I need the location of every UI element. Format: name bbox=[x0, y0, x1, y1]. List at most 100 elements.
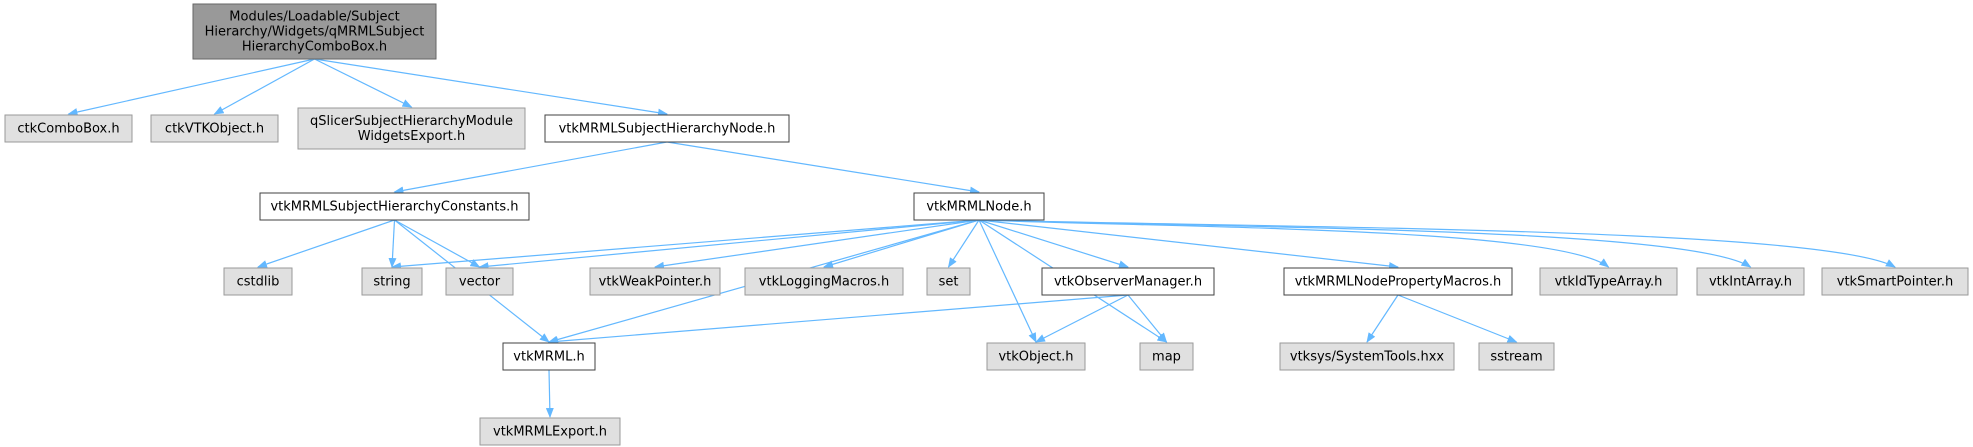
node-box bbox=[502, 342, 596, 371]
node-systemTools[interactable]: vtksys/SystemTools.hxx bbox=[1279, 342, 1455, 371]
edge-shNode-to-mrmlNode bbox=[666, 141, 980, 195]
node-propMacros[interactable]: vtkMRMLNodePropertyMacros.h bbox=[1283, 267, 1513, 296]
edge-shConstants-to-cstdlib bbox=[257, 219, 395, 268]
node-box bbox=[1279, 342, 1455, 371]
node-box bbox=[544, 114, 790, 143]
node-box bbox=[1821, 267, 1969, 296]
node-mrmlNode[interactable]: vtkMRMLNode.h bbox=[913, 192, 1045, 221]
edge-mrmlNode-to-propMacros bbox=[978, 219, 1399, 270]
edge-root-to-ctkComboBox bbox=[67, 58, 315, 116]
node-label: HierarchyComboBox.h bbox=[242, 39, 387, 54]
edge-observerManager-to-map bbox=[1127, 294, 1168, 343]
node-label: vtkSmartPointer.h bbox=[1837, 274, 1953, 289]
node-label: set bbox=[939, 274, 959, 289]
node-label: vtkIntArray.h bbox=[1709, 274, 1792, 289]
node-label: vtkMRMLNodePropertyMacros.h bbox=[1295, 274, 1501, 289]
edge-observerManager-to-vtkObject bbox=[1035, 294, 1129, 343]
node-box bbox=[150, 114, 279, 143]
edge-propMacros-to-sstream bbox=[1397, 294, 1518, 343]
node-map[interactable]: map bbox=[1139, 342, 1194, 371]
edge-mrmlNode-to-observerManager bbox=[978, 219, 1129, 269]
node-label: vtkMRMLSubjectHierarchyNode.h bbox=[559, 121, 776, 136]
node-shConstants[interactable]: vtkMRMLSubjectHierarchyConstants.h bbox=[259, 192, 530, 221]
node-label: qSlicerSubjectHierarchyModule bbox=[310, 114, 513, 129]
edge-root-to-ctkVTKObject bbox=[213, 58, 315, 115]
node-root[interactable]: Modules/Loadable/SubjectHierarchy/Widget… bbox=[192, 3, 437, 60]
node-label: Hierarchy/Widgets/qMRMLSubject bbox=[205, 24, 425, 39]
node-label: vtkObject.h bbox=[998, 349, 1073, 364]
node-label: vector bbox=[459, 274, 501, 289]
node-cstdlib[interactable]: cstdlib bbox=[223, 267, 293, 296]
edge-mrmlNode-to-vector bbox=[478, 219, 980, 271]
edge-mrmlNode-to-smartPointer bbox=[978, 219, 1896, 268]
node-label: vtkIdTypeArray.h bbox=[1555, 274, 1663, 289]
node-box bbox=[4, 114, 133, 143]
node-vector[interactable]: vector bbox=[445, 267, 514, 296]
node-idTypeArray[interactable]: vtkIdTypeArray.h bbox=[1539, 267, 1678, 296]
node-label: vtkMRMLSubjectHierarchyConstants.h bbox=[270, 199, 518, 214]
node-box bbox=[1478, 342, 1555, 371]
node-box bbox=[744, 267, 904, 296]
node-label: vtkWeakPointer.h bbox=[599, 274, 712, 289]
node-smartPointer[interactable]: vtkSmartPointer.h bbox=[1821, 267, 1969, 296]
node-box bbox=[192, 3, 437, 60]
node-label: vtkLoggingMacros.h bbox=[759, 274, 889, 289]
node-box bbox=[1283, 267, 1513, 296]
edge-mrmlNode-to-set bbox=[947, 219, 980, 268]
node-sstream[interactable]: sstream bbox=[1478, 342, 1555, 371]
node-box bbox=[297, 107, 526, 150]
node-set[interactable]: set bbox=[926, 267, 971, 296]
node-weakPointer[interactable]: vtkWeakPointer.h bbox=[589, 267, 721, 296]
edge-propMacros-to-systemTools bbox=[1366, 294, 1399, 343]
node-loggingMacros[interactable]: vtkLoggingMacros.h bbox=[744, 267, 904, 296]
node-box bbox=[913, 192, 1045, 221]
node-label: WidgetsExport.h bbox=[358, 129, 465, 144]
node-box bbox=[1041, 267, 1215, 296]
node-string[interactable]: string bbox=[361, 267, 423, 296]
edges bbox=[67, 58, 1896, 418]
node-vtkMRML[interactable]: vtkMRML.h bbox=[502, 342, 596, 371]
edge-shConstants-to-vector bbox=[394, 219, 481, 268]
node-box bbox=[361, 267, 423, 296]
node-label: sstream bbox=[1490, 349, 1542, 364]
edge-mrmlNode-to-vtkObject bbox=[978, 219, 1037, 343]
edge-mrmlNode-to-intArray bbox=[978, 219, 1752, 268]
edge-shNode-to-shConstants bbox=[393, 141, 668, 195]
node-box bbox=[926, 267, 971, 296]
node-label: vtksys/SystemTools.hxx bbox=[1290, 349, 1445, 364]
node-shNode[interactable]: vtkMRMLSubjectHierarchyNode.h bbox=[544, 114, 790, 143]
node-box bbox=[479, 417, 621, 446]
node-mrmlExport[interactable]: vtkMRMLExport.h bbox=[479, 417, 621, 446]
node-box bbox=[1139, 342, 1194, 371]
node-ctkVTKObject[interactable]: ctkVTKObject.h bbox=[150, 114, 279, 143]
edge-root-to-qSlicerExport bbox=[314, 58, 413, 108]
node-box bbox=[986, 342, 1086, 371]
node-label: vtkMRMLNode.h bbox=[926, 199, 1031, 214]
node-box bbox=[1696, 267, 1805, 296]
node-ctkComboBox[interactable]: ctkComboBox.h bbox=[4, 114, 133, 143]
node-observerManager[interactable]: vtkObserverManager.h bbox=[1041, 267, 1215, 296]
node-intArray[interactable]: vtkIntArray.h bbox=[1696, 267, 1805, 296]
nodes: Modules/Loadable/SubjectHierarchy/Widget… bbox=[4, 3, 1969, 446]
edge-mrmlNode-to-weakPointer bbox=[654, 219, 980, 270]
node-label: map bbox=[1152, 349, 1181, 364]
node-box bbox=[589, 267, 721, 296]
node-label: ctkComboBox.h bbox=[17, 121, 119, 136]
node-label: vtkMRML.h bbox=[513, 349, 584, 364]
edge-vtkMRML-to-mrmlExport bbox=[545, 369, 554, 418]
node-label: Modules/Loadable/Subject bbox=[229, 9, 399, 24]
node-label: vtkObserverManager.h bbox=[1054, 274, 1202, 289]
edge-mrmlNode-to-string bbox=[391, 219, 980, 271]
node-box bbox=[445, 267, 514, 296]
node-label: vtkMRMLExport.h bbox=[493, 424, 607, 439]
node-label: cstdlib bbox=[237, 274, 280, 289]
node-qSlicerExport[interactable]: qSlicerSubjectHierarchyModuleWidgetsExpo… bbox=[297, 107, 526, 150]
node-box bbox=[223, 267, 293, 296]
node-label: ctkVTKObject.h bbox=[165, 121, 264, 136]
edge-root-to-shNode bbox=[314, 58, 668, 117]
edge-observerManager-to-vtkMRML bbox=[548, 294, 1129, 346]
node-box bbox=[259, 192, 530, 221]
node-vtkObject[interactable]: vtkObject.h bbox=[986, 342, 1086, 371]
edge-shConstants-to-string bbox=[388, 219, 397, 268]
